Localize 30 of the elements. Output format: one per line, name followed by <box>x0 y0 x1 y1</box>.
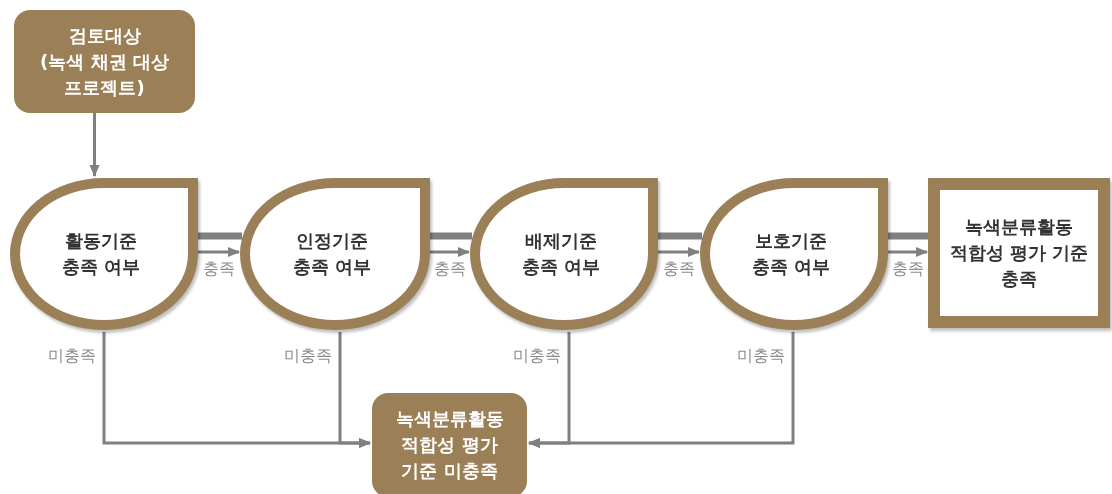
node-label: 녹색분류활동 적합성 평가 기준 충족 <box>948 215 1090 291</box>
start-box <box>14 10 195 113</box>
edge-label: 미충족 <box>513 346 561 366</box>
result-box <box>372 393 527 494</box>
node-label: (녹색 채권 대상 프로젝트) <box>39 49 170 100</box>
node-label: 녹색분류활동 적합성 평가 기준 미충족 <box>394 407 505 483</box>
connector-line <box>888 232 930 240</box>
arrow <box>198 247 240 257</box>
edge-label: 미충족 <box>737 346 785 366</box>
arrow <box>338 332 371 448</box>
edge-label: 충족 <box>663 259 695 279</box>
edge-label: 충족 <box>434 259 466 279</box>
node-label: 검토대상 <box>67 23 142 48</box>
node-label: 활동기준 충족 여부 <box>60 229 142 279</box>
edge-label: 미충족 <box>48 346 96 366</box>
result-box <box>928 178 1110 328</box>
arrow <box>89 113 100 177</box>
arrow <box>888 247 928 257</box>
connector-line <box>658 232 702 240</box>
arrow <box>430 247 470 257</box>
node-label: 보호기준 충족 여부 <box>750 229 832 279</box>
arrow <box>658 247 700 257</box>
edge-label: 미충족 <box>284 346 332 366</box>
connector-line <box>430 232 472 240</box>
connector-line <box>198 232 242 240</box>
arrow <box>528 332 795 448</box>
node-label: 인정기준 충족 여부 <box>291 229 373 279</box>
edge-label: 충족 <box>892 259 924 279</box>
edge-label: 충족 <box>203 259 235 279</box>
node-label: 배제기준 충족 여부 <box>520 229 602 279</box>
